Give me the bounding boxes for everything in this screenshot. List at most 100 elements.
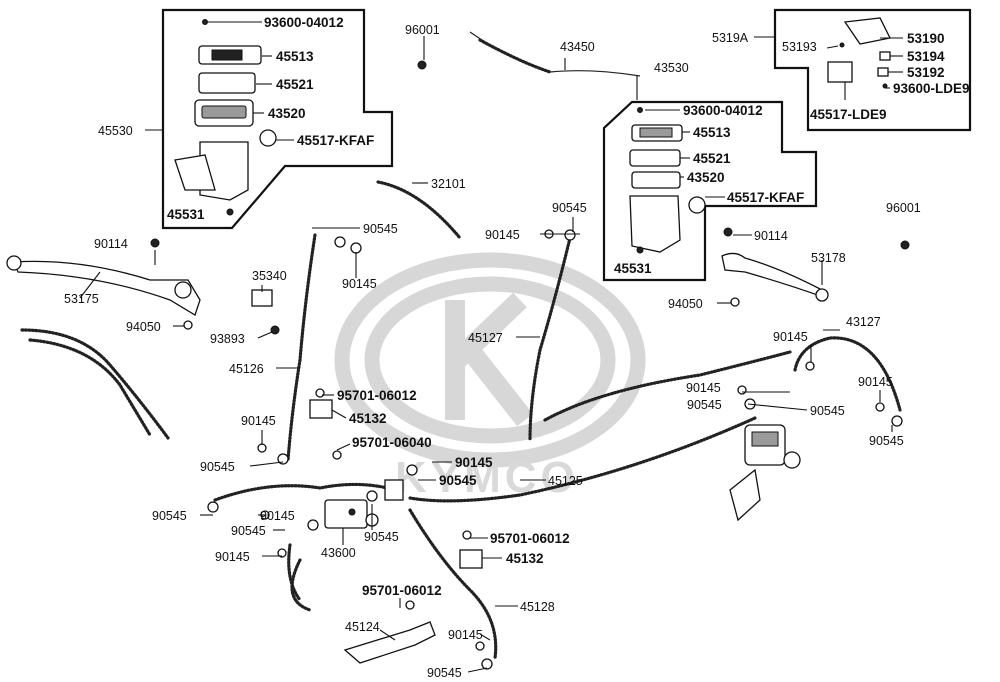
label-90145-g: 90145 [455,455,493,470]
left-callout-box [161,8,394,230]
label-94050-a: 94050 [126,320,161,334]
bolt-90114-a [150,238,160,248]
label-45517-lde9: 45517-LDE9 [810,107,887,122]
switch-body-45517-lde9 [827,61,853,83]
label-95701-06040: 95701-06040 [352,435,432,450]
diaphragm-43520-b [631,171,681,189]
parking-cable [20,328,170,440]
label-90145-d: 90145 [686,381,721,395]
right-master-cylinder-group [602,100,818,282]
screw-93893 [270,325,280,335]
label-45125: 45125 [548,474,583,488]
bolt-96001-b [900,240,910,250]
clamp-45517-a [259,129,277,147]
label-93600-04012-a: 93600-04012 [264,15,344,30]
reservoir-body-b [629,195,681,253]
label-90145-e: 90145 [858,375,893,389]
label-45126: 45126 [229,362,264,376]
hose-45125 [408,416,757,503]
label-90545-k: 90545 [427,666,462,680]
label-90145-i: 90145 [215,550,250,564]
brake-caliper-assembly [729,424,801,522]
label-90545-d: 90545 [810,404,845,418]
switch-53190 [843,17,891,45]
hose-45125-left [213,482,397,502]
bracket-45124 [343,621,436,664]
label-43530: 43530 [654,61,689,75]
switch-35340 [251,289,273,307]
label-35340: 35340 [252,269,287,283]
clamp-45517-b [688,196,706,214]
bolt-45531-a [226,208,234,216]
bolt-90114-b [723,227,733,237]
label-5319a: 5319A [712,31,749,45]
label-45521-b: 45521 [693,151,731,166]
label-45513-b: 45513 [693,125,731,140]
label-43520-a: 43520 [268,106,306,121]
label-90114-b: 90114 [754,229,788,243]
label-45132-a: 45132 [349,411,387,426]
label-93600-lde9: 93600-LDE9 [893,81,970,96]
part-labels: 93600-04012 45513 45521 43520 45530 4551… [64,15,970,680]
clip-45132-a [309,399,333,419]
cap-logo-a [211,49,243,61]
label-93893: 93893 [210,332,245,346]
label-43520-b: 43520 [687,170,725,185]
cable-32101 [376,180,462,240]
label-45521-a: 45521 [276,77,314,92]
label-45530: 45530 [98,124,133,138]
label-90545-i: 90545 [231,524,266,538]
label-43600: 43600 [321,546,356,560]
label-45124: 45124 [345,620,380,634]
label-53192: 53192 [907,65,945,80]
washer-94050-b [730,297,740,307]
label-53194: 53194 [907,49,945,64]
label-90545-f: 90545 [200,460,235,474]
label-90145-j: 90145 [448,628,483,642]
small-hardware [150,60,910,670]
cable-43450 [469,31,641,77]
watermark-brand: KYMCO [395,453,579,502]
clip-45132-b [459,549,483,569]
label-45127: 45127 [468,331,503,345]
label-90545-j: 90545 [364,530,399,544]
label-90145-f: 90145 [241,414,276,428]
label-53175: 53175 [64,292,99,306]
label-90545-h: 90545 [152,509,187,523]
hose-45126 [286,233,317,462]
left-brake-lever [6,255,201,316]
label-90145-c: 90145 [773,330,808,344]
label-32101: 32101 [431,177,466,191]
label-45517-kfaf-b: 45517-KFAF [727,190,804,205]
label-45128: 45128 [520,600,555,614]
label-90545-b: 90545 [552,201,587,215]
plate-45521-a [198,72,256,94]
label-45531-b: 45531 [614,261,652,276]
hose-43127 [793,336,902,412]
screw-93600-a [202,19,208,25]
hose-45127 [528,236,572,442]
label-90545-a: 90545 [363,222,398,236]
label-95701-06012-a: 95701-06012 [337,388,417,403]
label-90145-b: 90145 [485,228,520,242]
label-95701-06012-c: 95701-06012 [362,583,442,598]
label-90545-c: 90545 [687,398,722,412]
label-43127: 43127 [846,315,881,329]
label-43450: 43450 [560,40,595,54]
label-45531-a: 45531 [167,207,205,222]
label-90145-h: 90145 [260,509,295,523]
bolt-96001-a [417,60,427,70]
label-94050-b: 94050 [668,297,703,311]
label-95701-06012-b: 95701-06012 [490,531,570,546]
right-callout-box [602,100,818,282]
washer-94050-a [183,320,193,330]
label-45517-kfaf-a: 45517-KFAF [297,133,374,148]
plate-45521-b [629,149,681,167]
hose-43127-lower [543,350,792,422]
left-master-cylinder-group [161,8,394,230]
proportioning-valve-43600 [324,499,379,529]
label-90114-a: 90114 [94,237,128,251]
joint-block [384,479,404,501]
label-45132-b: 45132 [506,551,544,566]
